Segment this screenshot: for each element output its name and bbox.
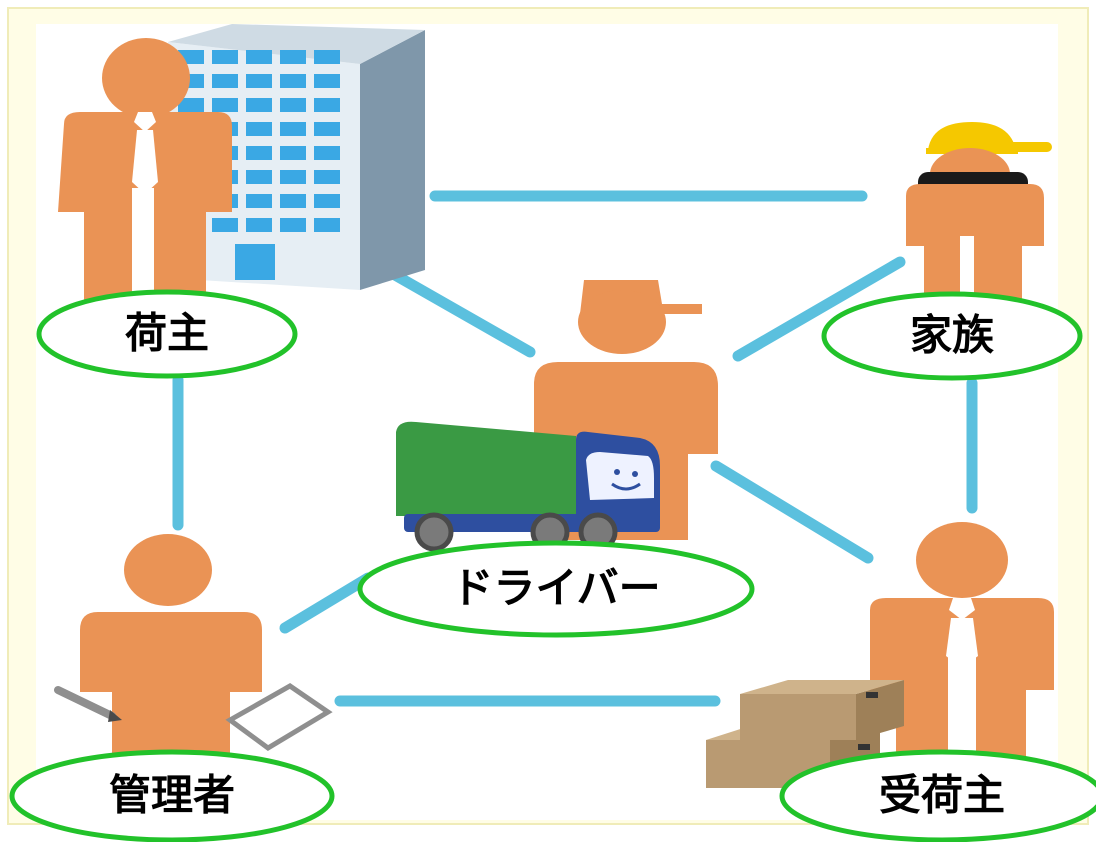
building-window [314, 194, 340, 208]
node-driver: ドライバー [357, 540, 755, 638]
building-window [314, 170, 340, 184]
building-window [280, 146, 306, 160]
office-building-icon [168, 24, 425, 290]
family-label: 家族 [910, 311, 994, 360]
clipboard-icon [225, 683, 333, 752]
building-window [314, 50, 340, 64]
connector-manager-driver [279, 572, 374, 634]
building-window [246, 146, 272, 160]
shipper-label: 荷主 [125, 309, 209, 358]
building-window [178, 98, 204, 112]
label-ellipse [821, 291, 1083, 381]
node-family: 家族 [821, 291, 1083, 381]
building-window [280, 218, 306, 232]
building-window [246, 194, 272, 208]
label-ellipse [9, 749, 335, 843]
building-window [314, 98, 340, 112]
building-window [212, 50, 238, 64]
label-ellipse [779, 749, 1096, 843]
connector-driver-family [732, 256, 906, 362]
building-window [314, 146, 340, 160]
building-window [212, 218, 238, 232]
building-window [314, 218, 340, 232]
connector-shipper-driver [389, 269, 536, 358]
label-ellipse [36, 289, 298, 379]
manager-label: 管理者 [109, 771, 235, 820]
building-window [280, 122, 306, 136]
driver-label: ドライバー [451, 564, 660, 613]
shipper-person-icon [58, 38, 232, 300]
building-window [280, 98, 306, 112]
building-window [246, 74, 272, 88]
building-window [280, 170, 306, 184]
node-consignee: 受荷主 [779, 749, 1096, 843]
building-window [246, 122, 272, 136]
connector-driver-consignee [710, 460, 874, 564]
connectors [172, 190, 978, 707]
building-window [246, 218, 272, 232]
family-person-icon [906, 122, 1052, 300]
building-window [246, 170, 272, 184]
building-window [280, 194, 306, 208]
building-window [314, 122, 340, 136]
building-window [314, 74, 340, 88]
label-ellipse [357, 540, 755, 638]
node-shipper: 荷主 [36, 289, 298, 379]
building-window [280, 74, 306, 88]
pen-icon [54, 686, 122, 722]
manager-person-icon [80, 534, 262, 770]
building-window [212, 98, 238, 112]
consignee-label: 受荷主 [879, 771, 1005, 820]
building-window [246, 98, 272, 112]
truck-icon [396, 421, 660, 552]
building-window [246, 50, 272, 64]
node-manager: 管理者 [9, 749, 335, 843]
building-window [212, 74, 238, 88]
building-window [280, 50, 306, 64]
